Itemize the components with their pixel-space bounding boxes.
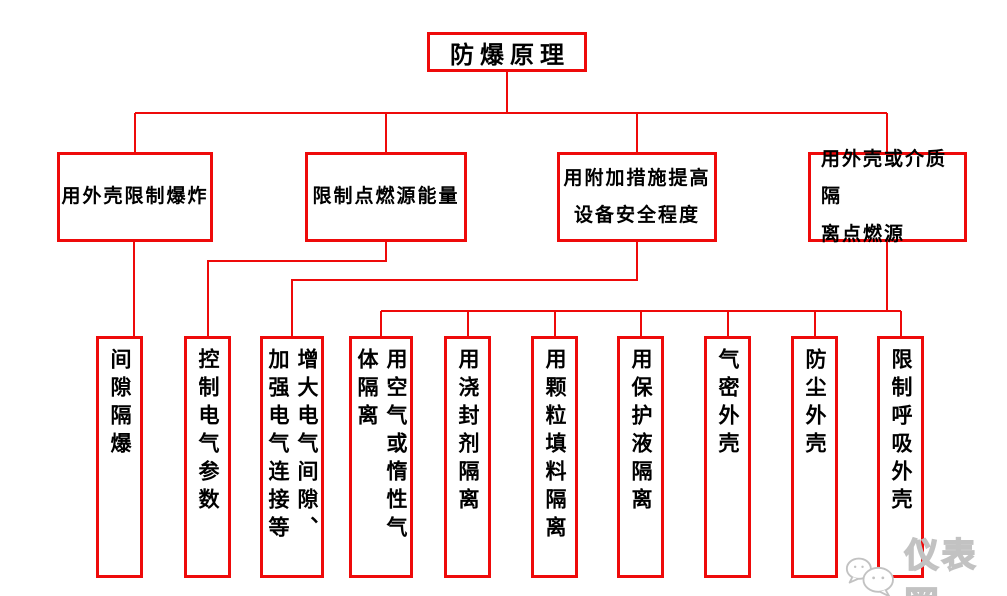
node-label: 间隙隔爆 — [107, 348, 132, 460]
wechat-bubbles-icon — [845, 557, 894, 596]
watermark: 仪表圈 — [845, 528, 1007, 596]
node-label: 用外壳限制爆炸 — [61, 185, 209, 208]
node-label: 用浇封剂隔离 — [455, 348, 480, 516]
node-label: 增大电气间隙、 加强电气连接等 — [266, 348, 319, 544]
node-limit-ignition-source-energy: 限制点燃源能量 — [305, 152, 467, 242]
node-label: 气密外壳 — [715, 348, 740, 460]
node-gap-flameproof: 间隙隔爆 — [96, 336, 143, 578]
node-enclosure-medium-isolate-ignition: 用外壳或介质隔 离点燃源 — [808, 148, 967, 245]
node-label: 用外壳或介质隔 离点燃源 — [821, 148, 948, 245]
node-protective-liquid-isolation: 用保护液隔离 — [617, 336, 664, 578]
node-label: 防尘外壳 — [802, 348, 827, 460]
node-label: 防爆原理 — [450, 40, 570, 69]
node-air-or-inert-gas-isolation: 用空气或惰性气 体隔离 — [349, 336, 413, 578]
node-restricted-breathing-enclosure: 限制呼吸外壳 — [877, 336, 924, 578]
watermark-label: 仪表圈 — [904, 535, 979, 596]
node-label: 用保护液隔离 — [628, 348, 653, 516]
node-granular-filling-isolation: 用颗粒填料隔离 — [531, 336, 578, 578]
node-additional-measures-safety: 用附加措施提高 设备安全程度 — [557, 152, 717, 242]
node-label: 用空气或惰性气 体隔离 — [355, 348, 408, 544]
node-label: 用附加措施提高 设备安全程度 — [563, 166, 711, 226]
node-control-electrical-parameters: 控制电气参数 — [184, 336, 231, 578]
node-increase-clearance-strengthen-connections: 增大电气间隙、 加强电气连接等 — [260, 336, 324, 578]
node-label: 限制点燃源能量 — [312, 185, 460, 208]
node-label: 控制电气参数 — [195, 348, 220, 516]
node-enclosure-limit-explosion: 用外壳限制爆炸 — [57, 152, 213, 242]
node-airtight-enclosure: 气密外壳 — [704, 336, 751, 578]
node-explosion-proof-principle: 防爆原理 — [427, 32, 587, 72]
node-encapsulant-isolation: 用浇封剂隔离 — [444, 336, 491, 578]
node-label: 限制呼吸外壳 — [888, 348, 913, 516]
node-label: 用颗粒填料隔离 — [542, 348, 567, 544]
node-dustproof-enclosure: 防尘外壳 — [791, 336, 838, 578]
